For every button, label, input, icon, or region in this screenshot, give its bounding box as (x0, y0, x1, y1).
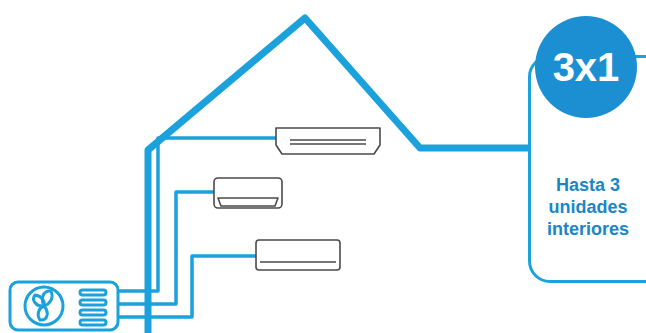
info-panel: Hasta 3 unidades interiores3x1 (528, 55, 646, 283)
pipe-line (118, 192, 214, 304)
panel-text: Hasta 3 unidades interiores (535, 174, 641, 240)
pipe-line (118, 138, 276, 291)
cassette-unit (276, 128, 380, 154)
pipe-line (118, 256, 256, 317)
badge-text: 3x1 (553, 47, 620, 87)
house-outline (148, 18, 528, 333)
count-badge: 3x1 (535, 16, 637, 118)
wall-split-unit (214, 178, 282, 208)
outdoor-unit (10, 282, 118, 330)
console-unit (256, 240, 340, 270)
